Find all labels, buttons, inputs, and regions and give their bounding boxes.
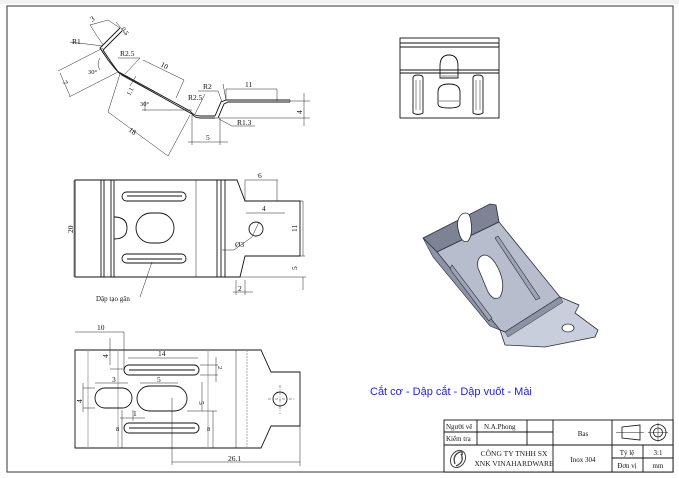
dim-10: 10 <box>159 60 170 72</box>
company-name-line2: XNK VINAHARDWARE <box>474 459 554 468</box>
process-note: Cắt cơ - Dập cắt - Dập vuốt - Mài <box>370 386 532 398</box>
dim-26-1: 26.1 <box>228 454 241 463</box>
dim-phi3: Ø3 <box>235 240 244 249</box>
dim-3: 3 <box>88 14 96 24</box>
dim-14: 14 <box>158 349 166 358</box>
dim-8-flat-right: 8 <box>207 426 210 433</box>
flat-pattern-view: 10 14 4 2 3 5 4 5 1 8 8 26.1 <box>74 323 301 466</box>
window-top-strip <box>0 0 679 4</box>
dim-10-flat: 10 <box>97 323 105 332</box>
dim-30-deg-top: 30° <box>88 69 98 76</box>
dim-6: 6 <box>258 171 262 180</box>
material: Inox 304 <box>570 456 596 464</box>
unit-value: mm <box>653 462 664 470</box>
dim-r1-3: R1.3 <box>237 118 252 127</box>
company-name-line1: CÔNG TY TNHH SX <box>481 448 548 458</box>
scale-value: 3:1 <box>654 449 663 457</box>
drawn-by-value: N.A.Phong <box>484 423 516 431</box>
dim-3-flat: 3 <box>112 375 116 384</box>
end-view <box>399 37 500 119</box>
unit-label: Đơn vị <box>617 462 637 470</box>
front-view: 20 6 4 Ø3 11 5 2 Dập tạo gân <box>66 171 306 303</box>
dim-r2: R2 <box>203 82 212 91</box>
dim-18: 18 <box>127 125 139 137</box>
dim-4-flat-left: 4 <box>75 399 84 403</box>
dim-r1: R1 <box>72 37 81 46</box>
dim-2-flat: 2 <box>216 366 223 369</box>
dim-4: 4 <box>295 110 304 114</box>
checked-by-label: Kiểm tra <box>446 435 472 443</box>
isometric-view <box>422 203 599 348</box>
dim-0-5: 0.5 <box>119 26 129 37</box>
dim-4-flat-top: 4 <box>101 354 110 358</box>
part-name: Bas <box>578 430 589 438</box>
dim-5-top: 5 <box>290 266 299 270</box>
dim-5: 5 <box>206 133 210 142</box>
scale-label: Tỷ lệ <box>620 449 635 457</box>
dim-5-flat-vertical: 5 <box>197 401 206 405</box>
side-profile-view: R1 3 0.5 R2.5 10 7 30° 1.1 30° R2 R2.5 1… <box>57 14 310 157</box>
dim-7: 7 <box>60 79 70 86</box>
dim-11: 11 <box>245 80 252 89</box>
dim-r2-5-top: R2.5 <box>120 49 135 58</box>
dim-8-flat-left: 8 <box>116 426 119 433</box>
dim-11-top: 11 <box>290 225 299 232</box>
title-block: Người vẽ N.A.Phong Kiểm tra Bas Inox 304… <box>443 419 674 473</box>
projection-symbol-icon <box>616 423 668 442</box>
dim-1-flat: 1 <box>133 409 137 418</box>
dim-20: 20 <box>66 225 75 233</box>
dim-4-top: 4 <box>262 204 266 213</box>
drawn-by-label: Người vẽ <box>446 423 472 431</box>
dim-1-1: 1.1 <box>126 86 136 96</box>
dim-2-top: 2 <box>238 284 242 293</box>
note-dap-tao-gan: Dập tạo gân <box>96 295 130 303</box>
sheet-border <box>6 5 674 473</box>
company-logo-icon <box>449 449 467 469</box>
dim-30-deg-bottom: 30° <box>140 101 150 108</box>
dim-5-flat-horizontal: 5 <box>157 375 161 384</box>
dim-r2-5-bottom: R2.5 <box>188 93 203 102</box>
